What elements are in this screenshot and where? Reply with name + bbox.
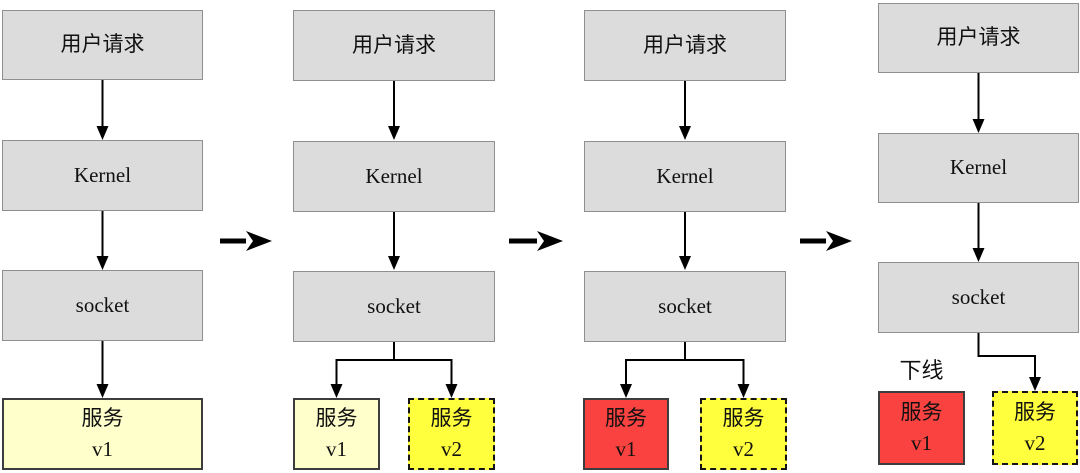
service-name-label: 服务 [900, 400, 943, 424]
socket-label: socket [951, 284, 1006, 309]
stage1-kernel-box: Kernel [2, 140, 203, 211]
service-version-label: v2 [733, 437, 754, 461]
service-version-label: v1 [911, 431, 932, 455]
socket-label: socket [658, 293, 712, 318]
stage2-service-v2-box: 服务 v2 [408, 398, 495, 470]
stage3-user-request-box: 用户请求 [584, 10, 786, 81]
service-name-label: 服务 [722, 406, 765, 430]
service-version-label: v1 [615, 437, 637, 461]
service-version-label: v1 [92, 437, 113, 461]
stage2-service-v1-box: 服务 v1 [293, 398, 380, 470]
stage4-service-v1-box: 服务 v1 [878, 391, 965, 465]
user-request-label: 用户请求 [352, 32, 436, 57]
stage3-service-v2-box: 服务 v2 [700, 398, 787, 470]
stage2-socket-box: socket [293, 271, 495, 342]
socket-label: socket [75, 292, 130, 317]
service-version-label: v2 [441, 437, 462, 461]
service-version-label: v1 [326, 437, 347, 461]
stage1-service-v1-box: 服务 v1 [2, 398, 203, 470]
user-request-label: 用户请求 [936, 25, 1021, 50]
service-name-label: 服务 [315, 406, 358, 430]
stage1-socket-box: socket [2, 270, 203, 341]
user-request-label: 用户请求 [60, 32, 145, 57]
kernel-label: Kernel [656, 163, 714, 188]
service-name-label: 服务 [430, 406, 473, 430]
stage4-user-request-box: 用户请求 [878, 3, 1079, 73]
stage4-socket-box: socket [878, 262, 1079, 333]
service-name-label: 服务 [1014, 400, 1056, 424]
kernel-label: Kernel [949, 155, 1008, 180]
stage3-kernel-box: Kernel [584, 141, 786, 212]
offline-label: 下线 [899, 358, 944, 383]
user-request-label: 用户请求 [643, 32, 727, 57]
stage2-kernel-box: Kernel [293, 141, 495, 212]
stage2-user-request-box: 用户请求 [293, 10, 495, 81]
stage4-service-v2-box: 服务 v2 [992, 391, 1078, 465]
stage1-user-request-box: 用户请求 [2, 10, 203, 80]
stage3-service-v1-box: 服务 v1 [583, 398, 669, 470]
service-version-label: v2 [1024, 431, 1046, 455]
kernel-label: Kernel [73, 162, 132, 187]
service-name-label: 服务 [81, 406, 124, 430]
kernel-label: Kernel [365, 163, 423, 188]
socket-label: socket [367, 293, 421, 318]
stage3-socket-box: socket [584, 271, 786, 342]
service-name-label: 服务 [605, 406, 647, 430]
stage4-kernel-box: Kernel [878, 133, 1079, 203]
